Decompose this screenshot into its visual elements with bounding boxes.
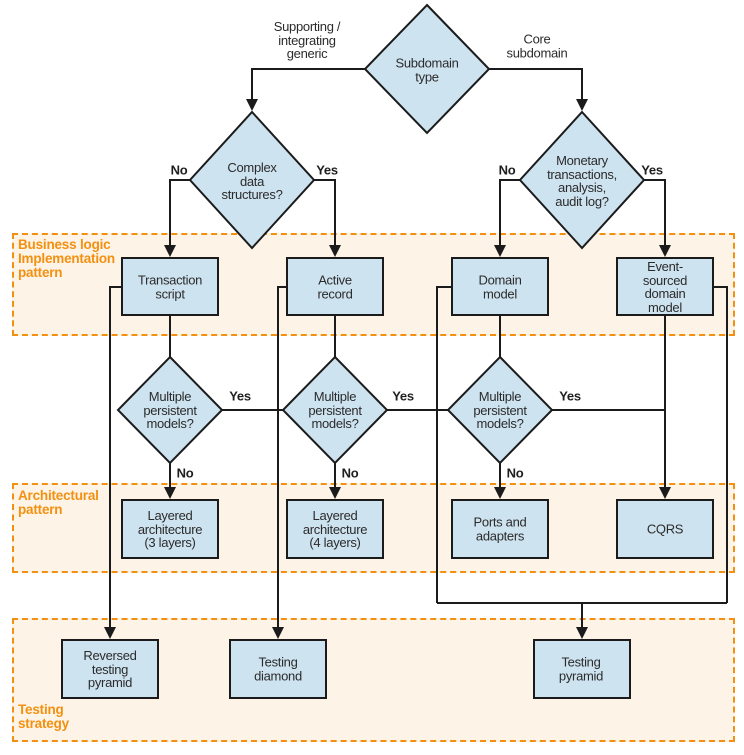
box-active-record xyxy=(286,257,384,316)
edge-label-no-mpm1: No xyxy=(176,465,194,481)
box-event-sourced-domain-model xyxy=(616,257,714,316)
box-ports-and-adapters xyxy=(451,499,549,559)
region-label-testing: Testing strategy xyxy=(18,702,69,731)
label-layered-architecture-4: Layered architecture (4 layers) xyxy=(302,507,368,550)
box-layered-architecture-4 xyxy=(286,499,384,559)
edge-label-no-monetary: No xyxy=(498,162,516,178)
edge-event-sourced-down xyxy=(712,286,728,603)
box-cqrs xyxy=(616,499,714,559)
label-complex-data-structures: Complex data structures? xyxy=(221,159,283,202)
edge-complex-yes-active-record xyxy=(314,179,341,257)
label-subdomain-type: Subdomain type xyxy=(395,55,459,84)
label-event-sourced-domain-model: Event-sourced domain model xyxy=(642,259,688,315)
edge-subdomain-to-monetary xyxy=(489,68,588,111)
diamond-monetary-transactions xyxy=(518,110,646,250)
label-multiple-persistent-models-3: Multiple persistent models? xyxy=(473,388,527,431)
label-testing-diamond: Testing diamond xyxy=(254,654,302,683)
edge-label-yes-monetary: Yes xyxy=(641,162,663,178)
edge-label-yes-mpm2: Yes xyxy=(392,388,414,404)
edge-label-no-complex: No xyxy=(170,162,188,178)
label-active-record: Active record xyxy=(317,272,353,301)
box-testing-pyramid xyxy=(533,639,631,699)
edge-active-record-to-testing-diamond xyxy=(272,286,287,639)
connector-lines xyxy=(104,68,728,639)
label-transaction-script: Transaction script xyxy=(137,272,203,301)
label-multiple-persistent-models-1: Multiple persistent models? xyxy=(143,388,197,431)
label-multiple-persistent-models-2: Multiple persistent models? xyxy=(308,388,362,431)
diamond-complex-data-structures xyxy=(188,110,316,250)
edge-complex-no-transaction-script xyxy=(164,179,190,257)
box-transaction-script xyxy=(121,257,219,316)
box-domain-model xyxy=(451,257,549,316)
diamond-multiple-persistent-models-3 xyxy=(446,355,554,465)
edge-monetary-no-domain-model xyxy=(494,179,520,257)
box-reversed-testing-pyramid xyxy=(61,639,159,699)
label-cqrs: CQRS xyxy=(646,521,684,537)
node-shapes xyxy=(61,3,714,699)
label-layered-architecture-3: Layered architecture (3 layers) xyxy=(137,507,203,550)
box-testing-diamond xyxy=(229,639,327,699)
edge-label-supporting-generic: Supporting / integrating generic xyxy=(273,18,341,61)
edge-label-core-subdomain: Core subdomain xyxy=(506,31,568,60)
label-testing-pyramid: Testing pyramid xyxy=(558,654,604,683)
edge-label-no-mpm2: No xyxy=(341,465,359,481)
edge-label-yes-mpm3: Yes xyxy=(559,388,581,404)
edge-domain-model-down xyxy=(436,286,452,603)
label-reversed-testing-pyramid: Reversed testing pyramid xyxy=(83,647,137,690)
box-layered-architecture-3 xyxy=(121,499,219,559)
label-monetary-transactions: Monetary transactions, analysis, audit l… xyxy=(547,153,617,209)
diamond-multiple-persistent-models-1 xyxy=(116,355,224,465)
edge-monetary-yes-event-sourced xyxy=(644,179,671,257)
label-ports-and-adapters: Ports and adapters xyxy=(473,514,527,543)
region-label-architectural: Architectural pattern xyxy=(18,488,99,517)
diamond-subdomain-type xyxy=(363,3,491,135)
edge-label-no-mpm3: No xyxy=(506,465,524,481)
label-domain-model: Domain model xyxy=(478,272,522,301)
edge-label-yes-complex: Yes xyxy=(316,162,338,178)
edge-subdomain-to-complex xyxy=(246,68,365,111)
diamond-multiple-persistent-models-2 xyxy=(281,355,389,465)
edge-transaction-script-to-reversed-pyramid xyxy=(104,286,122,639)
region-label-business-logic: Business logic Implementation pattern xyxy=(18,237,115,280)
edge-label-yes-mpm1: Yes xyxy=(229,388,251,404)
